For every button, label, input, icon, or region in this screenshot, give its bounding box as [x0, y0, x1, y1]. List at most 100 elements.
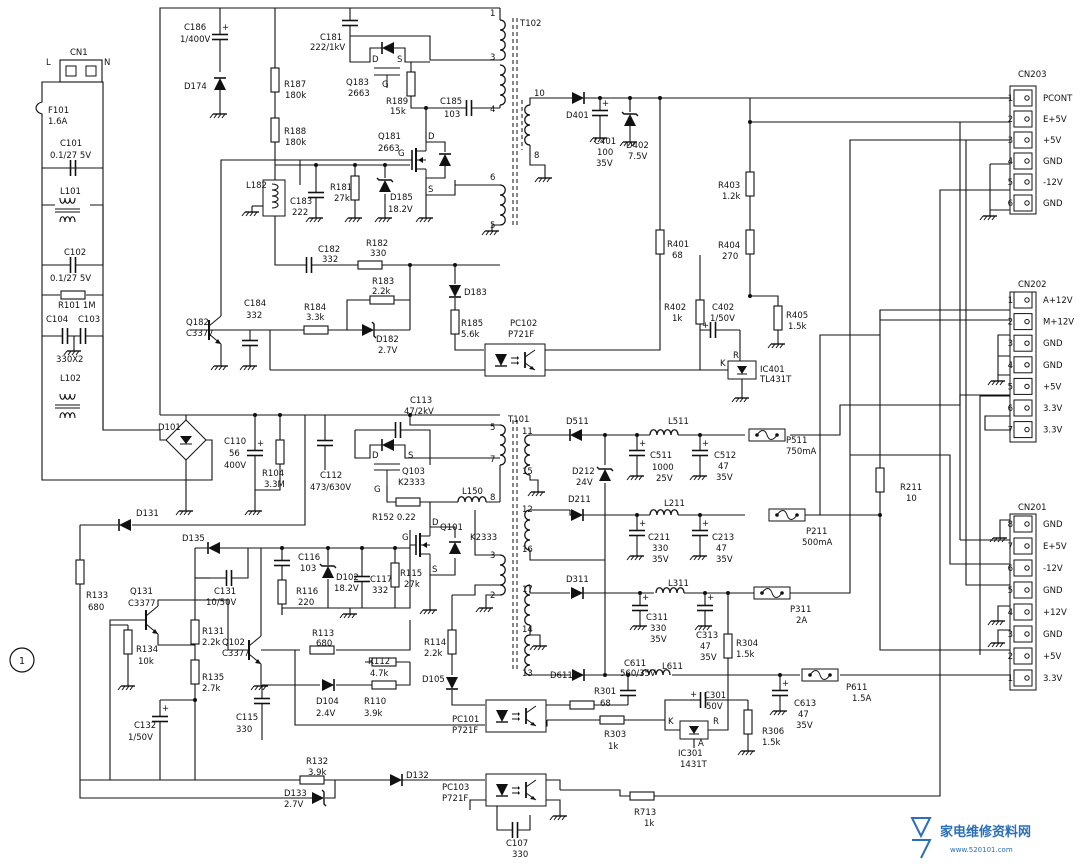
- cn202-pin-4: [1013, 356, 1033, 374]
- cn202-pin-2: [1013, 313, 1033, 331]
- svg-text:G: G: [402, 533, 409, 543]
- c115-value: 330: [236, 725, 252, 735]
- pc101-designator: PC101: [452, 715, 479, 725]
- svg-text:+: +: [162, 704, 169, 714]
- svg-text:2: 2: [490, 591, 495, 601]
- ic401-value: TL431T: [759, 375, 792, 385]
- svg-text:D: D: [432, 518, 439, 528]
- pc103-value: P721F: [442, 794, 468, 804]
- f101-value: 1.6A: [48, 117, 68, 127]
- r110-value: 3.9k: [364, 709, 383, 719]
- cn201-pin-label: GND: [1043, 520, 1063, 530]
- d133-designator: D133: [284, 789, 307, 799]
- q102-value: C3377: [222, 649, 250, 659]
- r104-value: 3.3M: [264, 480, 285, 490]
- r184-designator: R184: [304, 303, 326, 313]
- c186-value: 1/400V: [180, 35, 210, 45]
- r184-value: 3.3k: [306, 313, 325, 323]
- cn202-pin-number: 4: [1008, 361, 1013, 371]
- c107-designator: C107: [506, 839, 528, 849]
- c110-designator: C110: [224, 437, 246, 447]
- q103-designator: Q103: [402, 467, 425, 477]
- c185-designator: C185: [440, 97, 462, 107]
- r112-designator: R112: [368, 657, 390, 667]
- svg-text:CN201: CN201: [1018, 503, 1047, 513]
- cn201-pin-4: [1013, 603, 1033, 621]
- c311-designator: C311: [646, 613, 668, 623]
- cn202-pin-label: 3.3V: [1043, 404, 1063, 414]
- c213-value: 47: [716, 544, 727, 554]
- q101-designator: Q101: [440, 523, 463, 533]
- c103-designator: C103: [78, 315, 100, 325]
- cn203-pin-number: 2: [1008, 115, 1013, 125]
- pc102-designator: PC102: [510, 319, 537, 329]
- p311-value: 2A: [796, 616, 807, 626]
- r110-designator: R110: [364, 697, 386, 707]
- pc103-designator: PC103: [442, 783, 469, 793]
- c101-designator: C101: [60, 139, 82, 149]
- cn203-pin-4: [1013, 152, 1033, 170]
- svg-text:www.520101.com: www.520101.com: [950, 846, 1013, 854]
- q102-designator: Q102: [222, 638, 245, 648]
- d132-designator: D132: [406, 771, 429, 781]
- cn201-pin-7: [1013, 537, 1033, 555]
- cn201-pin-number: 8: [1008, 520, 1013, 530]
- secondary-rails: D511 + C511 1000 25V L511 + C512 47 35V …: [547, 139, 1010, 770]
- cn201-pin-label: +5V: [1043, 652, 1062, 662]
- l611-designator: L611: [662, 662, 683, 672]
- main-primary: C113 47/2kV C112 473/630V D S G Q103 K23…: [310, 396, 500, 615]
- c104_103_val-designator: 330X2: [56, 355, 83, 365]
- c401-value: 35V: [596, 159, 613, 169]
- d133-value: 2.7V: [284, 800, 304, 810]
- svg-text:R: R: [713, 717, 719, 727]
- d185-value: 18.2V: [388, 205, 413, 215]
- cn203-pin-label: E+5V: [1043, 115, 1067, 125]
- l182-designator: L182: [246, 181, 267, 191]
- cn202-pin-number: 3: [1008, 339, 1013, 349]
- r113-value: 680: [316, 639, 332, 649]
- cn202-pin-1: [1013, 291, 1033, 309]
- l101-designator: L101: [60, 187, 81, 197]
- cn202-pin-number: 1: [1008, 296, 1013, 306]
- r133-designator: R133: [86, 591, 108, 601]
- svg-text:11: 11: [522, 427, 533, 437]
- cn201-pin-label: GND: [1043, 586, 1063, 596]
- l511-designator: L511: [668, 417, 689, 427]
- c110-value: 56: [229, 449, 240, 459]
- svg-text:+: +: [690, 690, 697, 700]
- r183-value: 2.2k: [372, 287, 391, 297]
- svg-text:+: +: [257, 439, 264, 449]
- d211-designator: D211: [568, 495, 591, 505]
- r405-value: 1.5k: [788, 322, 807, 332]
- c213-designator: C213: [712, 533, 734, 543]
- q183-designator: Q183: [346, 78, 369, 88]
- c110-value: 400V: [224, 461, 246, 471]
- svg-text:CN202: CN202: [1018, 280, 1047, 290]
- l311-designator: L311: [668, 579, 689, 589]
- svg-text:S: S: [432, 565, 437, 575]
- r189-designator: R189: [386, 97, 408, 107]
- svg-text:+: +: [782, 679, 789, 689]
- r304-designator: R304: [736, 639, 758, 649]
- d183-designator: D183: [464, 288, 487, 298]
- r185-designator: R185: [461, 319, 483, 329]
- cn201-pin-number: 7: [1008, 542, 1013, 552]
- cn201-pin-label: E+5V: [1043, 542, 1067, 552]
- r115-designator: R115: [400, 569, 422, 579]
- c101-value: 0.1/27 5V: [50, 151, 91, 161]
- p511-value: 750mA: [786, 447, 817, 457]
- r306-value: 1.5k: [762, 738, 781, 748]
- cn201-pin-label: GND: [1043, 630, 1063, 640]
- d104-designator: D104: [316, 697, 339, 707]
- r304-value: 1.5k: [736, 650, 755, 660]
- r403-value: 1.2k: [722, 192, 741, 202]
- cn203-pin-5: [1013, 173, 1033, 191]
- p611-value: 1.5A: [852, 694, 872, 704]
- cn201-pin-1: [1013, 669, 1033, 687]
- d105-designator: D105: [422, 675, 445, 685]
- main-control: D131 R133 680 D135 C131 10/50V Q131 C337…: [75, 189, 1000, 860]
- cn203-pin-label: -12V: [1043, 178, 1063, 188]
- r114-value: 2.2k: [424, 649, 443, 659]
- r211-designator: R211: [900, 483, 922, 493]
- cn201-pin-number: 1: [1008, 674, 1013, 684]
